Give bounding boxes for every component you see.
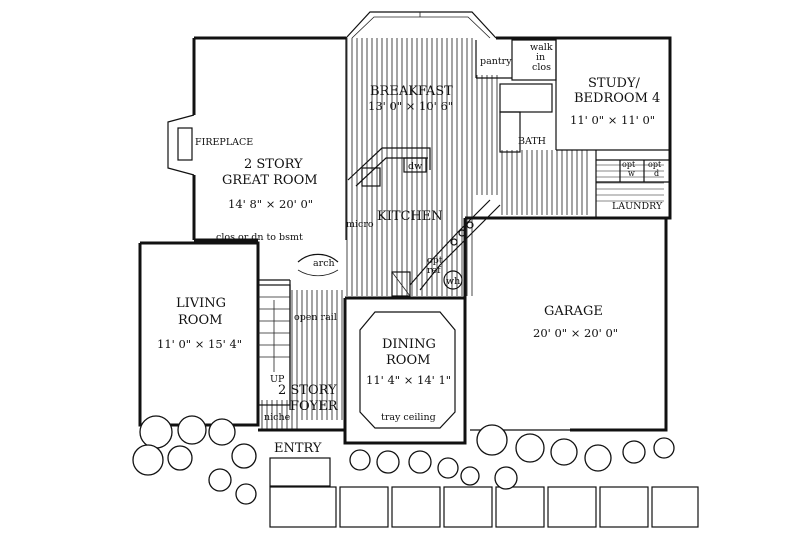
walkway-pavers xyxy=(269,457,699,528)
dining-room-label-2: ROOM xyxy=(386,353,430,368)
kitchen-label: KITCHEN xyxy=(377,209,443,224)
fireplace-shape xyxy=(167,114,195,176)
dining-room-label-1: DINING xyxy=(382,337,436,352)
fixture-labels: FIREPLACE pantry walk in clos BATH LAUND… xyxy=(195,42,663,423)
bath-label: BATH xyxy=(518,136,546,147)
walk-in-clos-label-1: walk xyxy=(530,42,553,53)
study-label-1: STUDY/ xyxy=(588,76,641,91)
arch-label: arch xyxy=(313,258,335,269)
washer-label: w xyxy=(628,169,635,178)
garage-size: 20' 0" × 20' 0" xyxy=(533,326,618,340)
great-room-label-2: GREAT ROOM xyxy=(222,173,318,188)
study-size: 11' 0" × 11' 0" xyxy=(570,113,655,127)
pantry-label: pantry xyxy=(480,56,512,67)
microwave-label: micro xyxy=(346,219,374,230)
breakfast-label: BREAKFAST xyxy=(370,84,453,99)
washer-opt-label: opt xyxy=(622,160,636,169)
laundry-label: LAUNDRY xyxy=(612,201,663,212)
fireplace-label: FIREPLACE xyxy=(195,137,253,148)
niche-label: niche xyxy=(264,412,291,423)
living-room-size: 11' 0" × 15' 4" xyxy=(157,337,242,351)
foyer-label-2: FOYER xyxy=(290,399,339,414)
study-label-2: BEDROOM 4 xyxy=(574,91,660,106)
room-labels: BREAKFAST 13' 0" × 10' 6" STUDY/ BEDROOM… xyxy=(157,76,660,456)
water-heater-label: wh xyxy=(446,276,460,287)
closet-bsmt-label: clos or dn to bsmt xyxy=(216,232,303,243)
stair-up-label: UP xyxy=(270,374,285,385)
dryer-label: d xyxy=(654,169,659,178)
breakfast-size: 13' 0" × 10' 6" xyxy=(368,99,453,113)
walk-in-clos-label-3: clos xyxy=(532,62,551,73)
great-room-size: 14' 8" × 20' 0" xyxy=(228,197,313,211)
tray-ceiling-outline xyxy=(359,311,456,429)
garage-label: GARAGE xyxy=(544,304,603,319)
exterior-walls xyxy=(138,36,672,445)
foyer-label-1: 2 STORY xyxy=(278,383,337,398)
kitchen-counters xyxy=(347,147,501,297)
opt-ref-label-1: opt xyxy=(427,255,443,266)
tray-ceiling-note: tray ceiling xyxy=(381,412,436,423)
dining-room-size: 11' 4" × 14' 1" xyxy=(366,373,451,387)
bay-window xyxy=(345,11,497,39)
arch-curve xyxy=(297,253,339,263)
living-room-label-1: LIVING xyxy=(176,296,226,311)
great-room-label-1: 2 STORY xyxy=(244,157,303,172)
dryer-opt-label: opt xyxy=(648,160,662,169)
walk-in-clos-label-2: in xyxy=(536,52,545,63)
stairs xyxy=(257,284,291,406)
opt-ref-label-2: ref xyxy=(427,265,442,276)
living-room-label-2: ROOM xyxy=(178,313,222,328)
entry-label: ENTRY xyxy=(274,441,322,456)
open-rail-label: open rail xyxy=(294,312,337,323)
dishwasher-label: dw xyxy=(408,161,422,172)
landscaping-shrubs xyxy=(132,415,675,505)
